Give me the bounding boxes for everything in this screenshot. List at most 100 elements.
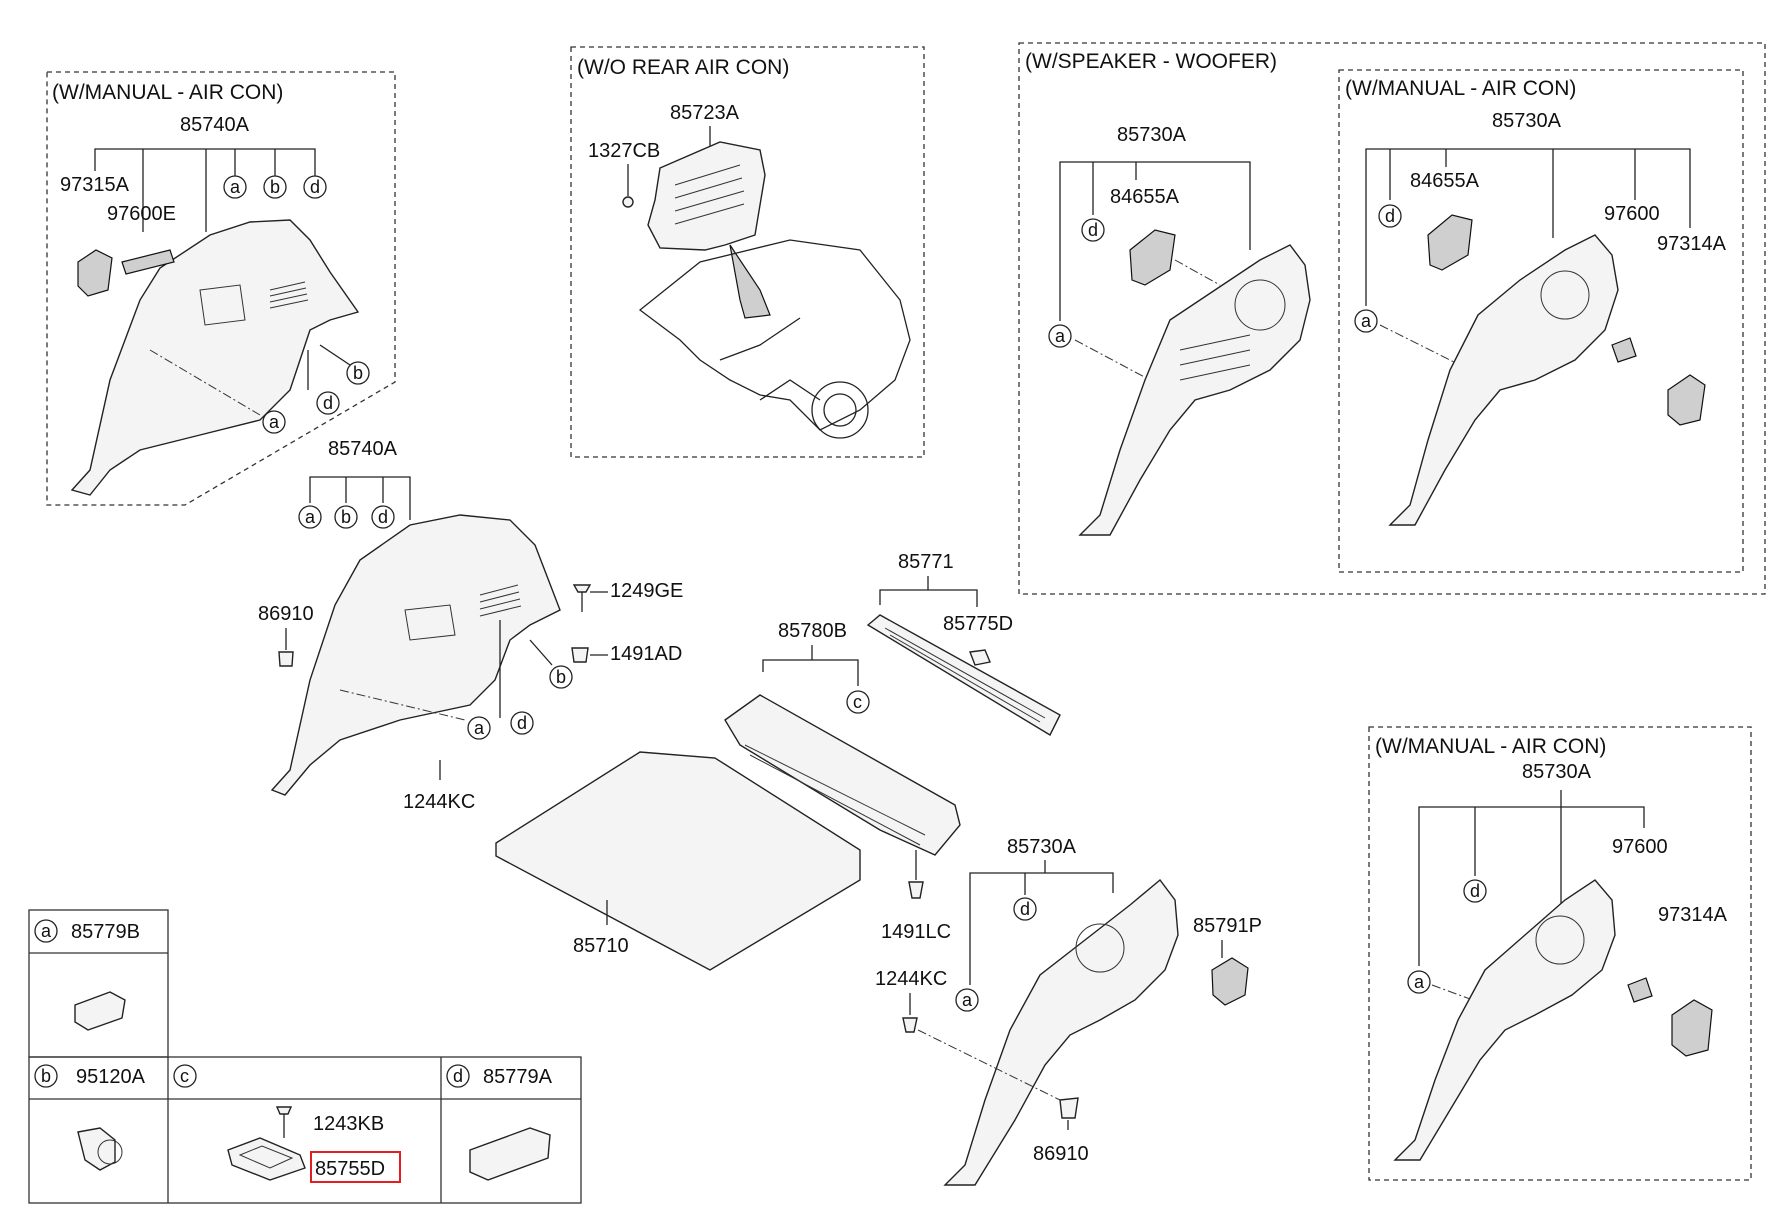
legend-a: a 85779B [34,919,140,1031]
box-bottom-right: (W/MANUAL - AIR CON) 85730A 97600 97314A… [1368,726,1752,1181]
part-85740A-mid[interactable]: 85740A [328,438,398,460]
circle-b-6: b [549,665,573,689]
part-85791P[interactable]: 85791P [1193,915,1262,937]
quarter-trim-panel-woofer[interactable] [1078,244,1311,536]
legend-c-part[interactable]: 85755D [315,1158,385,1180]
part-86910-center[interactable]: 86910 [1033,1143,1089,1165]
part-84655A-inner[interactable]: 84655A [1410,170,1480,192]
group-85780B: 85780B c 1491LC [724,620,961,943]
circle-a-6: a [467,716,491,740]
luggage-board-85780B[interactable] [724,694,961,856]
part-1244KC-left[interactable]: 1244KC [403,791,475,813]
legend-d: d 85779A [446,1064,553,1181]
svg-text:b: b [556,667,566,687]
svg-text:d: d [378,507,388,527]
svg-text:d: d [453,1066,463,1086]
part-97314A-bottom[interactable]: 97314A [1658,904,1728,926]
circle-d-6: d [510,711,534,735]
circle-d-7: d [1013,897,1037,921]
circle-d-5: d [371,505,395,529]
legend-b-part[interactable]: 95120A [76,1066,146,1088]
part-97600-bottom[interactable]: 97600 [1612,836,1668,858]
quarter-trim-panel-inner[interactable] [1388,234,1619,526]
legend-c-screw[interactable]: 1243KB [313,1113,384,1135]
svg-text:a: a [305,507,316,527]
circle-a-5: a [298,505,322,529]
circle-a-8: a [1407,970,1431,994]
part-85780B[interactable]: 85780B [778,620,847,642]
group-85771: 85771 85775D [866,551,1061,736]
svg-text:c: c [180,1066,189,1086]
svg-text:d: d [1020,899,1030,919]
svg-text:c: c [853,692,862,712]
svg-text:a: a [962,990,973,1010]
box-top-right-inner: (W/MANUAL - AIR CON) 85730A 84655A 97600… [1338,69,1744,573]
cover-85723A[interactable] [647,141,766,251]
grille-97314A-inner [1667,374,1706,426]
part-1249GE[interactable]: 1249GE [610,580,683,602]
box-bottom-right-caption: (W/MANUAL - AIR CON) [1375,735,1606,758]
legend-b: b 95120A [34,1064,146,1171]
quarter-trim-panel-bottom[interactable] [1393,879,1616,1161]
circle-c-1: c [846,690,870,714]
circle-d-8: d [1463,879,1487,903]
part-97314A-inner[interactable]: 97314A [1657,233,1727,255]
part-85740A-top[interactable]: 85740A [180,114,250,136]
part-1491LC[interactable]: 1491LC [881,921,951,943]
svg-text:a: a [1055,326,1066,346]
part-1244KC-center[interactable]: 1244KC [875,968,947,990]
group-85730A-center: 85730A d a 85791P 1244KC 86910 [875,836,1262,1186]
part-85771[interactable]: 85771 [898,551,954,573]
part-85775D[interactable]: 85775D [943,613,1013,635]
box-top-middle: (W/O REAR AIR CON) 85723A 1327CB [570,46,925,458]
luggage-mat-85710[interactable] [495,751,861,971]
part-85723A[interactable]: 85723A [670,102,740,124]
part-1491AD[interactable]: 1491AD [610,643,682,665]
svg-text:b: b [270,177,280,197]
circle-d-3: d [1081,218,1105,242]
svg-text:a: a [474,718,485,738]
circle-d-1: d [303,175,327,199]
part-85710[interactable]: 85710 [573,935,629,957]
grille-97315A [77,249,113,297]
circle-d-2: d [316,391,340,415]
circle-b-1: b [263,175,287,199]
part-97315A[interactable]: 97315A [60,174,130,196]
quarter-trim-panel-center[interactable] [943,878,1179,1186]
svg-text:a: a [1361,311,1372,331]
svg-text:d: d [1385,206,1395,226]
part-86910-left[interactable]: 86910 [258,603,314,625]
circle-a-7: a [955,988,979,1012]
part-1327CB[interactable]: 1327CB [588,140,660,162]
part-97600-inner[interactable]: 97600 [1604,203,1660,225]
legend-d-part[interactable]: 85779A [483,1066,553,1088]
svg-text:d: d [323,393,333,413]
quarter-trim-panel-mid[interactable] [270,514,561,796]
grille-97314A-bottom [1671,999,1713,1057]
svg-text:a: a [230,177,241,197]
switch-97600E [121,249,175,275]
part-84655A-woofer[interactable]: 84655A [1110,186,1180,208]
highlight-85755D [310,1151,401,1183]
circle-a-2: a [262,410,286,434]
circle-d-4: d [1378,204,1402,228]
speaker-84655A-inner[interactable] [1427,214,1473,271]
svg-text:d: d [310,177,320,197]
speaker-84655A-woofer[interactable] [1129,229,1176,286]
part-85730A-center[interactable]: 85730A [1007,836,1077,858]
part-85730A-bottom[interactable]: 85730A [1522,761,1592,783]
part-85730A-inner[interactable]: 85730A [1492,110,1562,132]
box-top-left-caption: (W/MANUAL - AIR CON) [52,81,283,104]
part-97600E[interactable]: 97600E [107,203,176,225]
svg-text:a: a [41,921,52,941]
svg-text:b: b [41,1066,51,1086]
switch-97600-inner [1611,337,1637,363]
legend-a-part[interactable]: 85779B [71,921,140,943]
cover-85791P [1211,957,1249,1006]
switch-97600-bottom [1627,977,1653,1003]
part-85730A-woofer[interactable]: 85730A [1117,124,1187,146]
circle-a-4: a [1354,309,1378,333]
box-top-right-inner-caption: (W/MANUAL - AIR CON) [1345,77,1576,100]
box-top-right-outer-caption: (W/SPEAKER - WOOFER) [1025,50,1277,73]
quarter-trim-panel-top-left[interactable] [70,219,360,496]
